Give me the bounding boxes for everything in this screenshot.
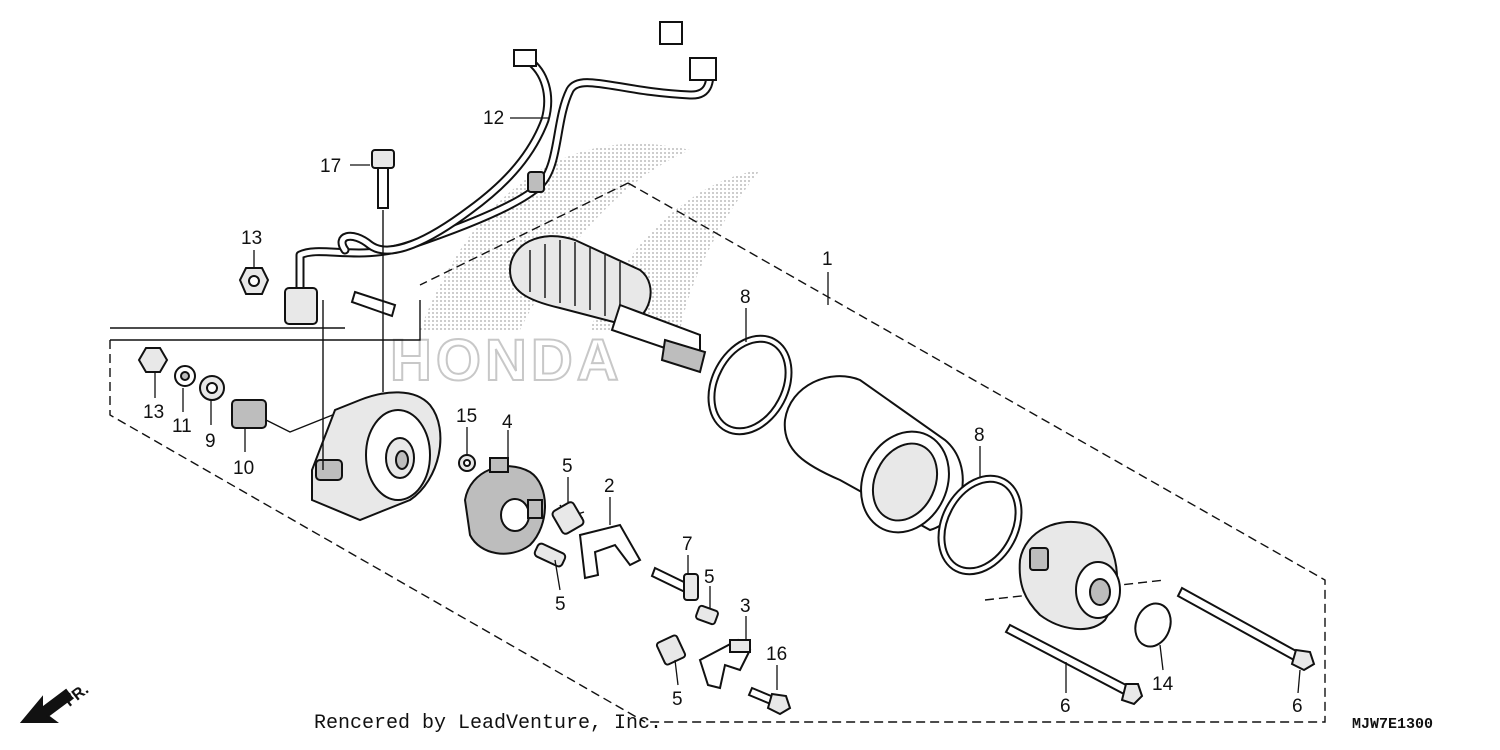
direction-label: FR. [61, 681, 92, 710]
callout-15: 15 [456, 406, 477, 427]
nut-13-upper [238, 267, 270, 295]
callout-3: 3 [740, 596, 751, 617]
callout-13b: 13 [143, 402, 164, 423]
armature [508, 235, 707, 374]
callout-5d: 5 [672, 689, 683, 710]
springs-5 [533, 501, 719, 666]
callout-17: 17 [320, 156, 341, 177]
callout-7: 7 [682, 534, 693, 555]
o-ring-14 [1134, 602, 1172, 648]
callout-5a: 5 [562, 456, 573, 477]
o-ring-8-lower [937, 474, 1023, 576]
callout-2: 2 [604, 476, 615, 497]
through-bolts-6 [1004, 586, 1316, 706]
front-cover [311, 300, 442, 522]
watermark-text: HONDA [390, 328, 623, 393]
callout-labels: 1 2 3 4 5 5 5 5 6 6 7 8 8 9 10 11 12 13 … [143, 108, 1303, 717]
arrow-icon [19, 688, 74, 723]
rear-cover [1018, 520, 1121, 631]
drawing-code: MJW7E1300 [1352, 716, 1434, 733]
brush-holder-4 [463, 457, 546, 555]
callout-5c: 5 [704, 567, 715, 588]
brush-plate-2 [578, 523, 642, 580]
callout-6a: 6 [1060, 696, 1071, 717]
terminal-hardware [137, 347, 346, 433]
callout-6b: 6 [1292, 696, 1303, 717]
callout-10: 10 [233, 458, 254, 479]
callout-14: 14 [1152, 674, 1174, 695]
o-ring-8-upper [707, 334, 793, 436]
render-credit: Rencered by LeadVenture, Inc. [314, 712, 663, 735]
leader-lines [154, 117, 1301, 694]
callout-9: 9 [205, 431, 216, 452]
motor-yoke [783, 375, 964, 534]
callout-8b: 8 [974, 425, 985, 446]
callout-13a: 13 [241, 228, 262, 249]
washer-15 [458, 454, 476, 472]
bolt-16 [747, 686, 792, 716]
callout-16: 16 [766, 644, 787, 665]
front-direction-arrow: FR. [19, 681, 92, 723]
terminal-bolt-7 [650, 566, 699, 601]
starter-cable [284, 21, 717, 325]
callout-4: 4 [502, 412, 513, 433]
callout-11: 11 [172, 416, 192, 437]
callout-1: 1 [822, 249, 833, 270]
callout-8a: 8 [740, 287, 751, 308]
callout-12: 12 [483, 108, 504, 129]
brush-holder-3 [698, 638, 752, 690]
bolt-17 [371, 149, 395, 392]
callout-5b: 5 [555, 594, 566, 615]
